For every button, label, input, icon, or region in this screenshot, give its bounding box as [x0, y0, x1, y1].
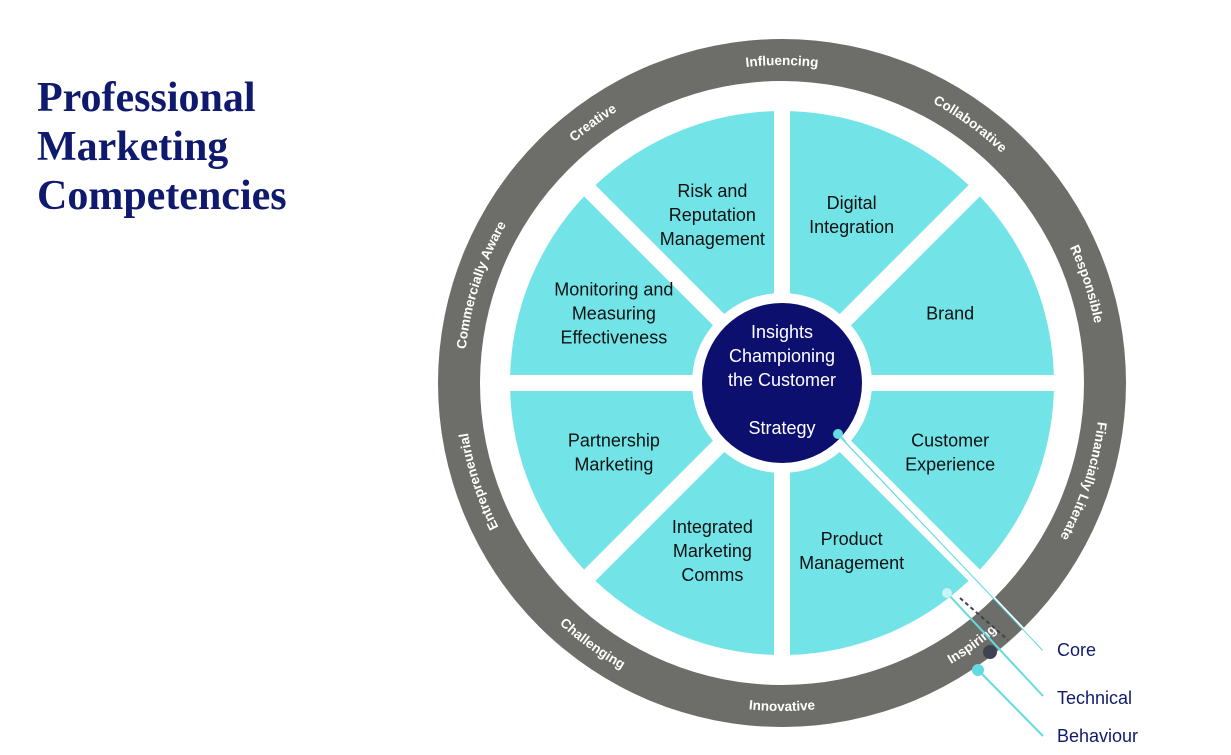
title-line: Competencies	[37, 173, 287, 219]
technical-dashed-line	[959, 597, 1009, 641]
page-title: Professional Marketing Competencies	[37, 74, 287, 221]
segment-monitoring-measuring	[510, 196, 713, 375]
legend-technical: Technical	[1057, 688, 1132, 708]
title-line: Marketing	[37, 124, 229, 170]
core-leader-highlight	[845, 440, 1046, 652]
segment-partnership-marketing	[510, 391, 713, 570]
segment-label-brand: Brand	[926, 303, 974, 323]
segment-customer-experience	[851, 391, 1054, 570]
behaviour-marker-dot	[972, 664, 984, 676]
legend-core: Core	[1057, 640, 1096, 660]
behaviour-label: Innovative	[748, 697, 816, 714]
segment-risk-reputation	[595, 111, 774, 314]
legend-behaviour: Behaviour	[1057, 726, 1138, 746]
strategy-label: Strategy	[748, 418, 815, 438]
segment-digital-integration	[790, 111, 969, 314]
behaviour-leader-line	[977, 669, 1044, 737]
core-marker-dot	[833, 429, 843, 439]
title-line: Professional	[37, 75, 256, 121]
core-leader-line	[837, 433, 1044, 651]
segment-integrated-marketing-comms	[595, 452, 774, 655]
technical-marker-dot	[942, 588, 952, 598]
ring-marker-dot-dark	[983, 645, 997, 659]
behaviour-label: Influencing	[745, 53, 819, 70]
segment-brand	[851, 196, 1054, 375]
core-circle	[702, 303, 862, 463]
technical-leader-line	[946, 592, 1044, 697]
segment-product-management	[790, 452, 969, 655]
